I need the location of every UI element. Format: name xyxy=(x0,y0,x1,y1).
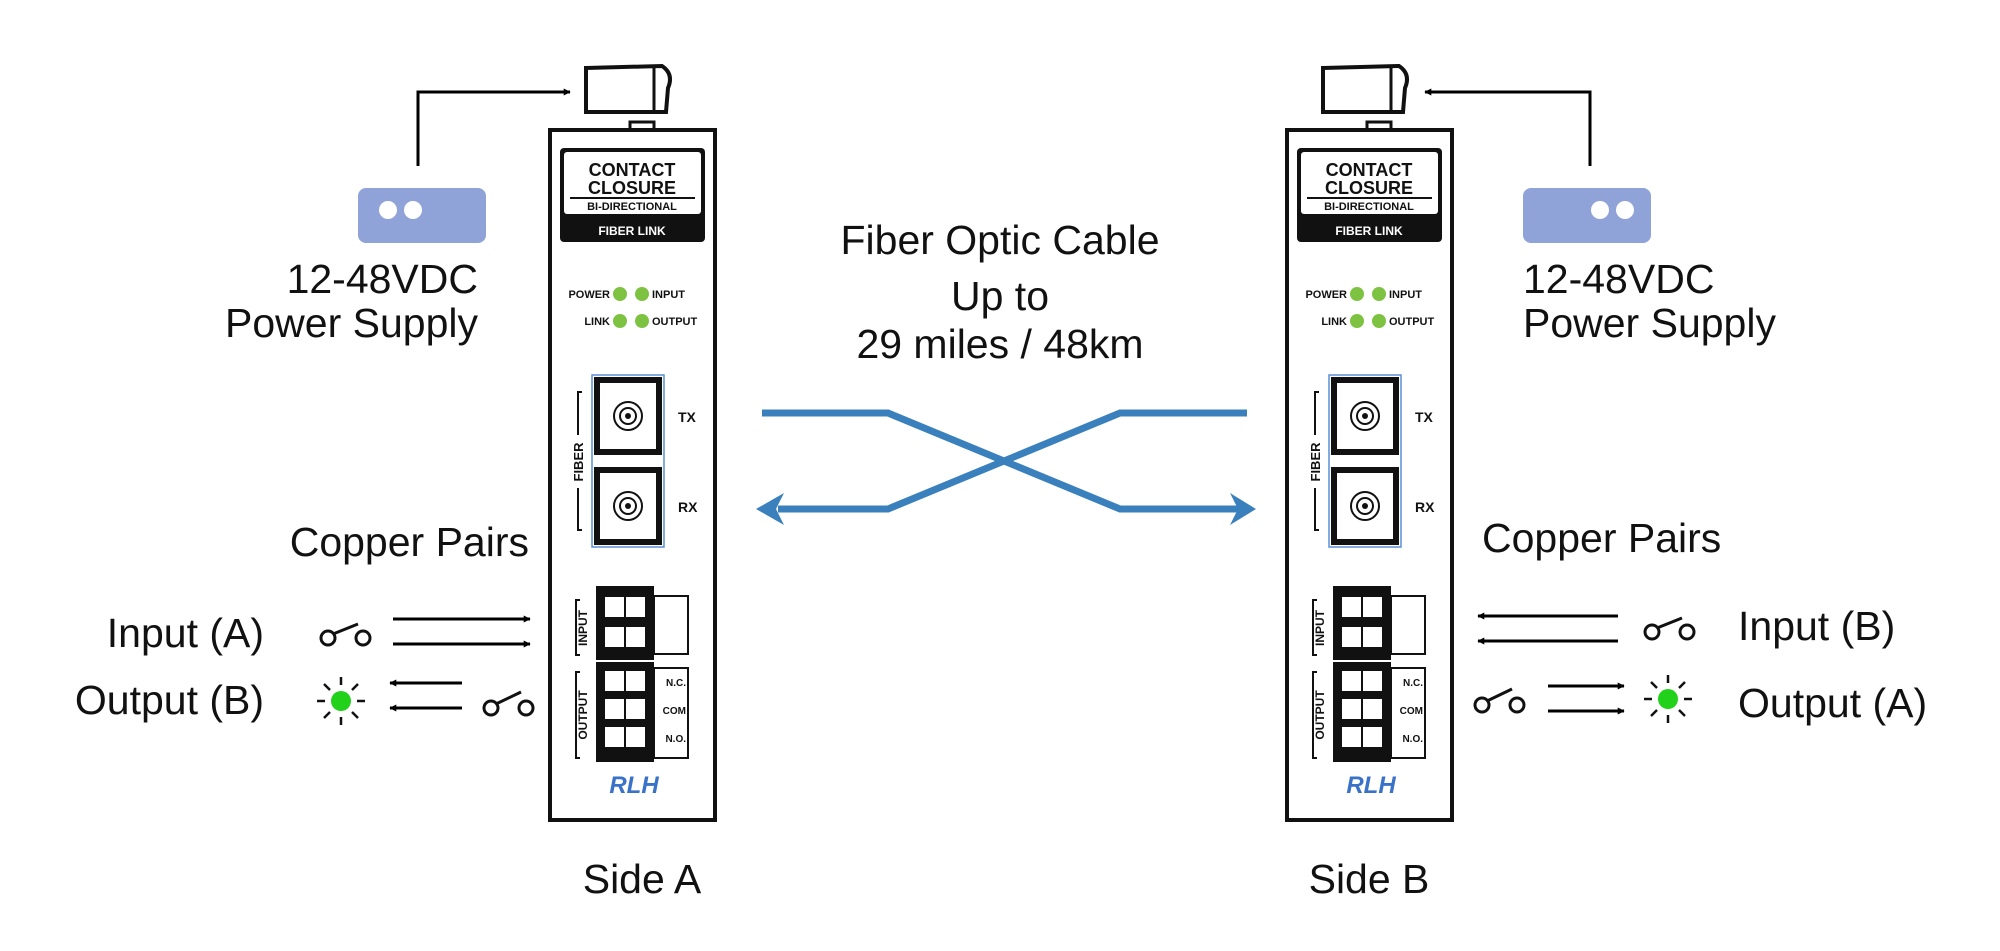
power-supply-icon xyxy=(1523,188,1651,243)
copper-pairs-a: Copper Pairs xyxy=(290,519,529,565)
fiber-label: FIBER xyxy=(1308,442,1323,482)
led-link-label: LINK xyxy=(1321,316,1347,328)
input-led xyxy=(1372,287,1386,301)
nc-label: N.C. xyxy=(1403,678,1423,689)
rx-port xyxy=(594,467,662,545)
nc-label: N.C. xyxy=(666,678,686,689)
no-label: N.O. xyxy=(665,734,686,745)
output-block-label: OUTPUT xyxy=(1313,690,1327,740)
fiber-cable-line2: Up to xyxy=(951,273,1049,319)
input-terminal-block: INPUT xyxy=(1312,586,1426,660)
product-logo: CONTACT CLOSURE BI-DIRECTIONAL FIBER LIN… xyxy=(560,148,705,242)
input-b-label: Input (B) xyxy=(1738,603,1895,649)
power-supply-side-b xyxy=(1424,88,1651,243)
output-block-label: OUTPUT xyxy=(576,690,590,740)
power-supply-b-line1: 12-48VDC xyxy=(1523,256,1714,302)
input-block-label: INPUT xyxy=(576,609,590,646)
led-input-label: INPUT xyxy=(1389,289,1422,301)
fiber-ports: FIBER TX RX xyxy=(571,374,698,548)
link-led xyxy=(613,314,627,328)
brand-logo: RLH xyxy=(1346,772,1396,799)
com-label: COM xyxy=(1400,706,1423,717)
power-plug xyxy=(1321,63,1409,136)
input-led xyxy=(635,287,649,301)
fiber-cable-title: Fiber Optic Cable xyxy=(840,217,1159,263)
led-output-label: OUTPUT xyxy=(1389,316,1435,328)
status-leds: POWER INPUT LINK OUTPUT xyxy=(1305,287,1435,328)
brand-text: RLH xyxy=(609,772,659,799)
tx-label: TX xyxy=(1415,409,1434,425)
input-a-label: Input (A) xyxy=(107,610,264,656)
tx-port xyxy=(1331,377,1399,455)
rx-label: RX xyxy=(1415,499,1435,515)
output-indicator-light-icon xyxy=(1644,675,1692,723)
power-plug xyxy=(584,63,672,136)
brand-logo: RLH xyxy=(609,772,659,799)
rx-label: RX xyxy=(678,499,698,515)
tx-label: TX xyxy=(678,409,697,425)
arrowhead-left xyxy=(756,493,784,525)
side-b-label: Side B xyxy=(1309,856,1430,902)
output-b-label: Output (B) xyxy=(75,677,264,723)
led-link-label: LINK xyxy=(584,316,610,328)
logo-line2: CLOSURE xyxy=(588,178,676,198)
logo-line2: CLOSURE xyxy=(1325,178,1413,198)
arrowhead-right xyxy=(1230,493,1256,525)
brand-text: RLH xyxy=(1346,772,1396,799)
power-supply-a-line2: Power Supply xyxy=(225,300,478,346)
power-supply-b-line2: Power Supply xyxy=(1523,300,1776,346)
product-logo: CONTACT CLOSURE BI-DIRECTIONAL FIBER LIN… xyxy=(1297,148,1442,242)
led-output-label: OUTPUT xyxy=(652,316,698,328)
no-label: N.O. xyxy=(1402,734,1423,745)
output-a-label: Output (A) xyxy=(1738,680,1927,726)
fiber-ports: FIBER TX RX xyxy=(1308,374,1435,548)
output-terminal-block: OUTPUT N.C. COM N.O. xyxy=(575,662,689,762)
tx-port xyxy=(594,377,662,455)
led-power-label: POWER xyxy=(1305,289,1347,301)
logo-line3: BI-DIRECTIONAL xyxy=(1324,201,1414,213)
fiber-strand-b-to-a xyxy=(778,409,1247,513)
logo-line1: CONTACT xyxy=(589,160,676,180)
link-led xyxy=(1350,314,1364,328)
power-supply-a-line1: 12-48VDC xyxy=(287,256,478,302)
relay-switch-icon xyxy=(1473,687,1526,714)
logo-line4: FIBER LINK xyxy=(598,224,666,238)
switch-icon xyxy=(1643,616,1696,641)
led-power-label: POWER xyxy=(568,289,610,301)
relay-switch-icon xyxy=(482,690,535,717)
output-led xyxy=(1372,314,1386,328)
fiber-optic-cable xyxy=(756,409,1256,525)
side-a-label: Side A xyxy=(583,856,702,902)
logo-line1: CONTACT xyxy=(1326,160,1413,180)
power-supply-side-a xyxy=(358,88,571,243)
logo-line4: FIBER LINK xyxy=(1335,224,1403,238)
fiber-cable-line3: 29 miles / 48km xyxy=(856,321,1143,367)
rx-port xyxy=(1331,467,1399,545)
output-terminal-block: OUTPUT N.C. COM N.O. xyxy=(1312,662,1426,762)
logo-line3: BI-DIRECTIONAL xyxy=(587,201,677,213)
led-input-label: INPUT xyxy=(652,289,685,301)
input-block-label: INPUT xyxy=(1313,609,1327,646)
fiber-link-unit-side-b: CONTACT CLOSURE BI-DIRECTIONAL FIBER LIN… xyxy=(1285,63,1454,822)
status-leds: POWER INPUT LINK OUTPUT xyxy=(568,287,698,328)
power-supply-icon xyxy=(358,188,486,243)
fiber-link-unit-side-a: CONTACT CLOSURE BI-DIRECTIONAL FIBER LIN… xyxy=(548,63,717,822)
com-label: COM xyxy=(663,706,686,717)
copper-pairs-b: Copper Pairs xyxy=(1482,515,1721,561)
output-led xyxy=(635,314,649,328)
power-led xyxy=(613,287,627,301)
output-indicator-light-icon xyxy=(317,677,365,725)
switch-icon xyxy=(319,622,372,647)
fiber-label: FIBER xyxy=(571,442,586,482)
input-terminal-block: INPUT xyxy=(575,586,689,660)
power-led xyxy=(1350,287,1364,301)
